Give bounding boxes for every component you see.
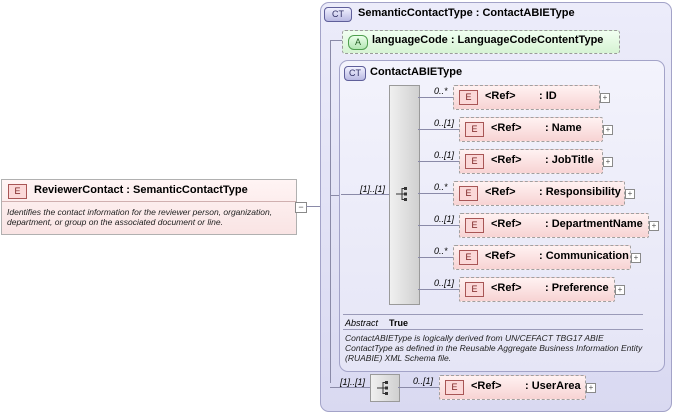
element-id[interactable]: E <Ref> : ID [453,85,600,110]
child-occurrence: 0..* [434,182,448,192]
abie-type-title: ContactABIEType [370,66,463,78]
connector-child [418,161,459,162]
element-name[interactable]: E <Ref> : Name [459,117,603,142]
element-badge: E [465,282,484,297]
element-jobtitle[interactable]: E <Ref> : JobTitle [459,149,603,174]
element-ref: <Ref> [471,380,502,392]
child-occurrence: 0..[1] [434,150,455,160]
element-name: : Responsibility [539,186,621,198]
connector-user-area [398,387,439,388]
element-badge: E [465,154,484,169]
connector-child [418,257,453,258]
element-badge: E [459,90,478,105]
sequence-icon [396,187,407,201]
connector-attribute [330,40,342,41]
abstract-label: Abstract [345,318,379,328]
child-occurrence: 0..[1] [434,214,455,224]
connector-child [418,129,459,130]
element-ref: <Ref> [485,250,516,262]
element-badge: E [459,250,478,265]
element-user-area[interactable]: E <Ref> : UserArea [439,375,586,400]
outer-sequence-compositor[interactable] [370,374,400,402]
complex-type-badge: CT [344,66,366,81]
connector-root [306,206,321,207]
element-ref: <Ref> [491,218,522,230]
connector-outer-sequence [330,387,370,388]
element-responsibility[interactable]: E <Ref> : Responsibility [453,181,625,206]
element-name: : DepartmentName [545,218,643,230]
sequence-icon [377,381,388,395]
element-communication[interactable]: E <Ref> : Communication [453,245,631,270]
expand-icon[interactable]: + [603,157,613,167]
element-preference[interactable]: E <Ref> : Preference [459,277,615,302]
element-name: : Name [545,122,582,134]
connector-outer-vertical [330,40,331,383]
connector-child [418,289,459,290]
user-area-occurrence: 0..[1] [413,376,434,386]
element-badge: E [8,184,27,199]
abstract-value: True [389,318,409,328]
element-name: : JobTitle [545,154,594,166]
doc-divider [343,329,643,330]
element-badge: E [445,380,464,395]
expand-icon[interactable]: + [631,253,641,263]
element-departmentname[interactable]: E <Ref> : DepartmentName [459,213,649,238]
connector-child [418,97,453,98]
connector-abie [330,195,339,196]
root-element-reviewer-contact[interactable]: E ReviewerContact : SemanticContactType … [1,179,297,235]
expand-icon[interactable]: + [649,221,659,231]
expand-icon[interactable]: + [600,93,610,103]
element-badge: E [459,186,478,201]
connector-child [418,193,453,194]
sequence-occurrence: [1]..[1] [360,184,386,194]
element-badge: E [465,122,484,137]
sequence-compositor[interactable] [389,85,420,305]
child-occurrence: 0..[1] [434,278,455,288]
element-badge: E [465,218,484,233]
attribute-language-code[interactable]: A languageCode : LanguageCodeContentType [342,30,620,54]
abie-documentation: ContactABIEType is logically derived fro… [345,333,643,363]
attribute-label: languageCode : LanguageCodeContentType [372,34,604,46]
element-ref: <Ref> [491,282,522,294]
expand-icon[interactable]: + [603,125,613,135]
semantic-type-title: SemanticContactType : ContactABIEType [358,7,575,19]
connector-sequence [341,194,389,195]
child-occurrence: 0..* [434,246,448,256]
outer-sequence-occurrence: [1]..[1] [340,377,366,387]
element-ref: <Ref> [485,90,516,102]
element-ref: <Ref> [491,122,522,134]
connector-child [418,225,459,226]
root-element-title: ReviewerContact : SemanticContactType [34,184,248,196]
element-ref: <Ref> [485,186,516,198]
expand-icon[interactable]: + [615,285,625,295]
element-name: : Communication [539,250,629,262]
expand-icon[interactable]: + [586,383,596,393]
element-name: : ID [539,90,557,102]
root-divider [2,201,296,202]
element-name: : Preference [545,282,609,294]
attribute-badge: A [348,35,368,50]
expand-icon[interactable]: + [625,189,635,199]
abstract-divider [343,314,643,315]
child-occurrence: 0..* [434,86,448,96]
collapse-toggle-icon[interactable]: − [295,202,307,213]
element-ref: <Ref> [491,154,522,166]
root-documentation: Identifies the contact information for t… [7,207,273,227]
child-occurrence: 0..[1] [434,118,455,128]
complex-type-badge: CT [324,7,352,22]
element-name: : UserArea [525,380,581,392]
